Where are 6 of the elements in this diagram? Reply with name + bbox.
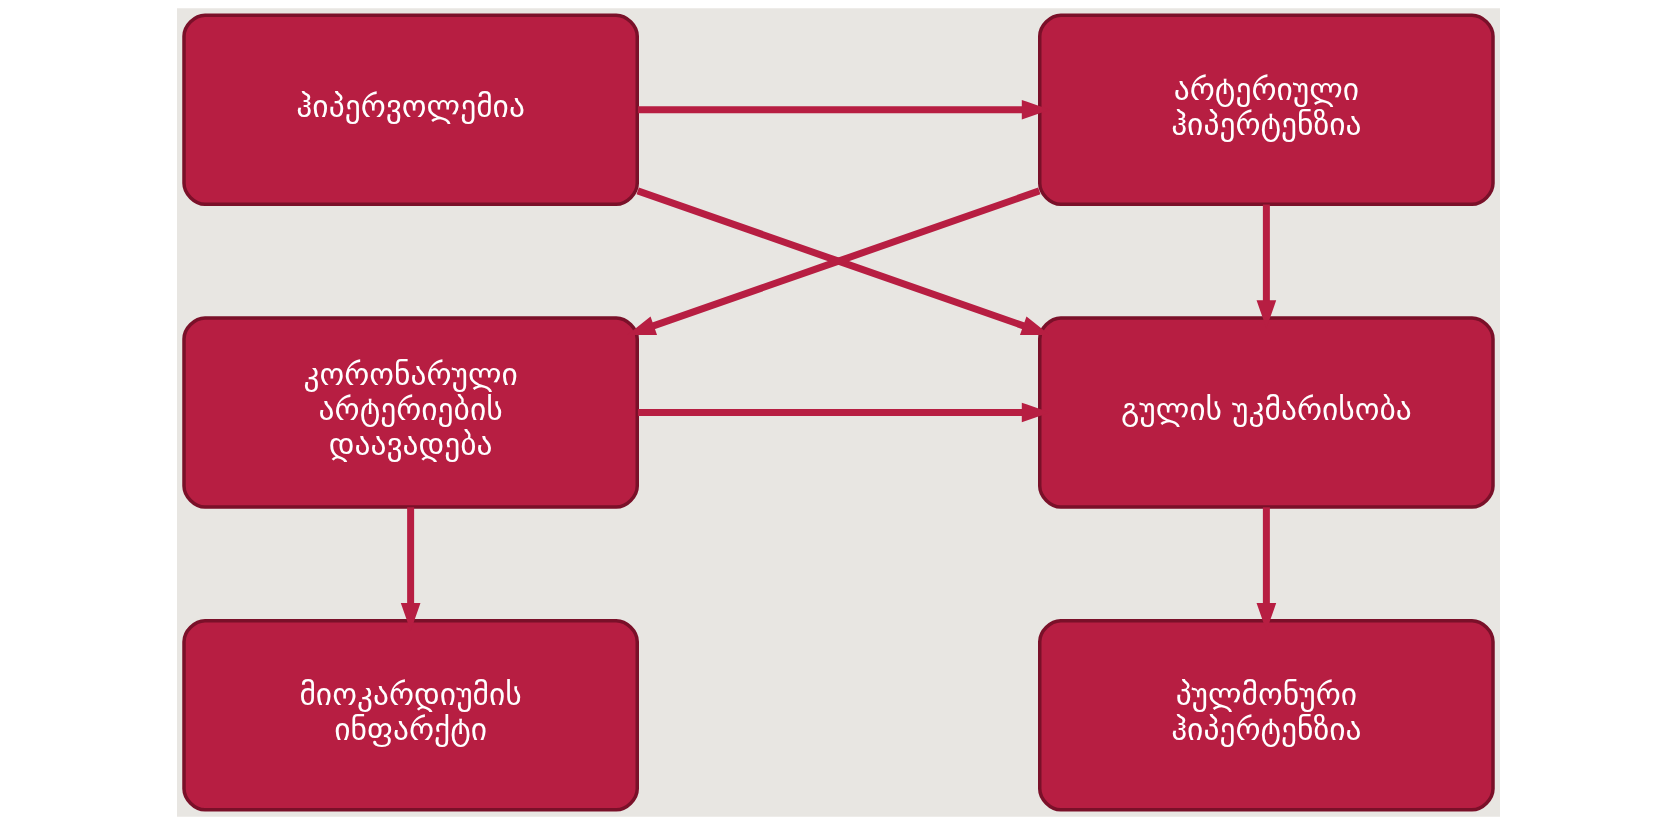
node-box: კორონარული არტერიების დაავადება: [182, 316, 639, 509]
node-box: გულის უკმარისობა: [1038, 316, 1495, 509]
node-box: მიოკარდიუმის ინფარქტი: [182, 619, 639, 812]
node-box: პულმონური ჰიპერტენზია: [1038, 619, 1495, 812]
node-box: არტერიული ჰიპერტენზია: [1038, 13, 1495, 206]
node-box: ჰიპერვოლემია: [182, 13, 639, 206]
